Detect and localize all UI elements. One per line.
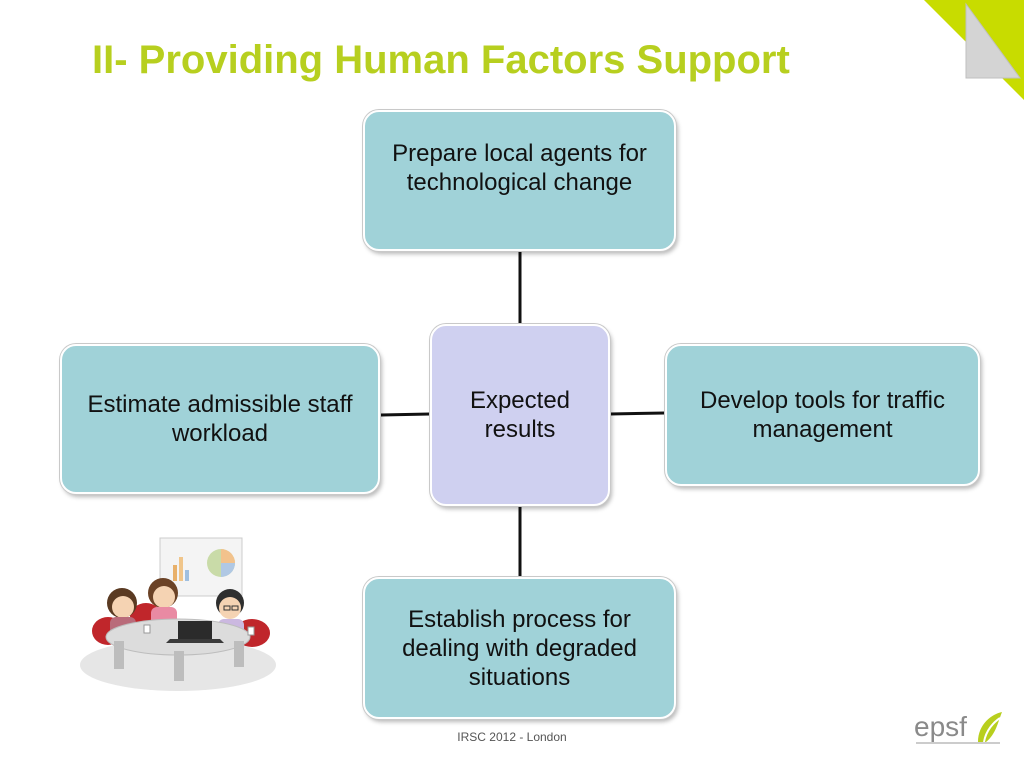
node-expected-results: Expected results [430,324,610,506]
node-bottom-label: Establish process for dealing with degra… [402,605,637,691]
node-right-label: Develop tools for traffic management [699,387,945,443]
node-develop-tools: Develop tools for traffic management [665,344,980,486]
meeting-illustration [80,537,276,691]
node-establish-process: Establish process for dealing with degra… [363,577,676,719]
connector-left [378,412,431,417]
connector-right [609,411,666,416]
svg-text:epsf: epsf [914,711,967,742]
page-curl-corner-icon [924,0,1024,100]
node-top-label: Prepare local agents for technological c… [392,140,647,196]
node-center-label: Expected results [469,387,571,443]
page-title: II- Providing Human Factors Support [92,38,790,82]
epsf-logo-icon: epsf [914,711,1002,744]
epsf-logo: epsf [912,704,1008,757]
node-prepare-local-agents: Prepare local agents for technological c… [363,110,676,251]
node-left-label: Estimate admissible staff workload [87,391,353,447]
node-estimate-workload: Estimate admissible staff workload [60,344,380,494]
slide-footer: IRSC 2012 - London [457,730,567,744]
